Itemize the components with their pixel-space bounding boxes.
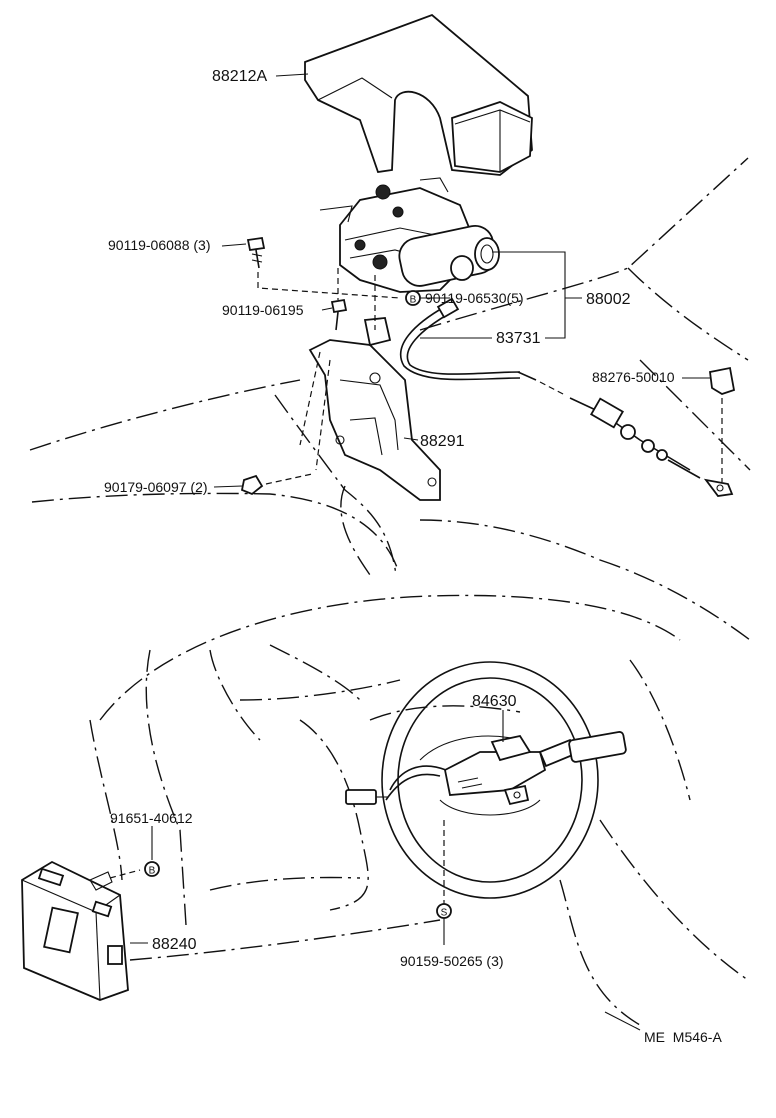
label-screw-s: 90159-50265 (3)	[400, 953, 504, 969]
label-switch: 84630	[472, 693, 517, 710]
leader-lines-upper	[213, 73, 710, 488]
label-cover: 88212A	[212, 68, 267, 85]
dashboard-outline-lower	[89, 594, 749, 1026]
cruise-computer	[21, 860, 141, 1001]
label-clamp: 88276-50010	[592, 369, 675, 385]
label-screw-b: 90119-06530(5)	[425, 290, 524, 306]
cruise-switch	[345, 731, 627, 806]
label-nut: 90179-06097 (2)	[104, 479, 208, 495]
bolt-upper	[246, 236, 401, 299]
marker-b-lower: B	[144, 861, 160, 877]
control-cable	[399, 297, 734, 497]
svg-text:B: B	[149, 866, 156, 877]
label-bolt-upper: 90119-06088 (3)	[108, 237, 210, 253]
label-ref-code: ME M546-A	[644, 1029, 722, 1045]
label-bracket: 88291	[420, 433, 465, 450]
bracket	[299, 317, 441, 501]
column-cover	[304, 13, 533, 176]
cable-clamp	[709, 366, 736, 482]
marker-s-lower: S	[436, 903, 452, 919]
label-cable: 83731	[496, 330, 541, 347]
bolt-mid	[330, 268, 376, 331]
svg-text:B: B	[410, 295, 417, 306]
label-bolt-mid: 90119-06195	[222, 302, 304, 318]
nut	[240, 473, 313, 496]
svg-text:S: S	[441, 908, 448, 919]
marker-b-upper: B	[405, 290, 421, 306]
dashboard-outline-upper	[29, 157, 751, 641]
steering-wheel	[381, 661, 599, 899]
label-bolt-lower: 91651-40612	[110, 810, 193, 826]
actuator-assembly	[319, 177, 500, 293]
label-actuator: 88002	[586, 291, 631, 308]
label-computer: 88240	[152, 936, 197, 953]
